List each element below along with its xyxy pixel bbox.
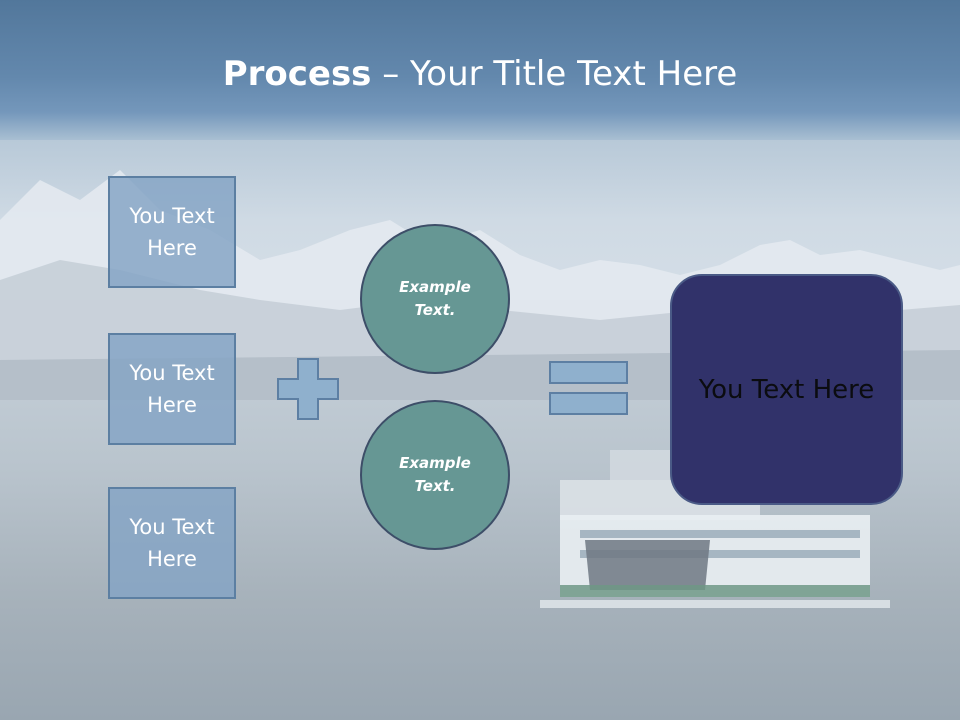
left-text-box-3[interactable]: You Text Here (108, 487, 236, 599)
plus-icon (277, 358, 339, 420)
left-text-box-2[interactable]: You Text Here (108, 333, 236, 445)
left-text-box-label: You Text Here (129, 515, 215, 571)
left-text-box-1[interactable]: You Text Here (108, 176, 236, 288)
result-box-label: You Text Here (698, 374, 875, 405)
equals-icon (549, 361, 628, 415)
title-band (0, 0, 960, 140)
title-rest-part: – Your Title Text Here (371, 54, 738, 94)
title-bold-part: Process (222, 54, 372, 94)
result-box[interactable]: You Text Here (670, 274, 903, 505)
example-circle-label: Example Text. (399, 454, 471, 495)
left-text-box-label: You Text Here (129, 204, 215, 260)
slide-title: Process – Your Title Text Here (0, 52, 960, 96)
example-circle-1[interactable]: Example Text. (360, 224, 510, 374)
ferry-boat (540, 450, 890, 608)
example-circle-label: Example Text. (399, 278, 471, 319)
example-circle-2[interactable]: Example Text. (360, 400, 510, 550)
left-text-box-label: You Text Here (129, 361, 215, 417)
